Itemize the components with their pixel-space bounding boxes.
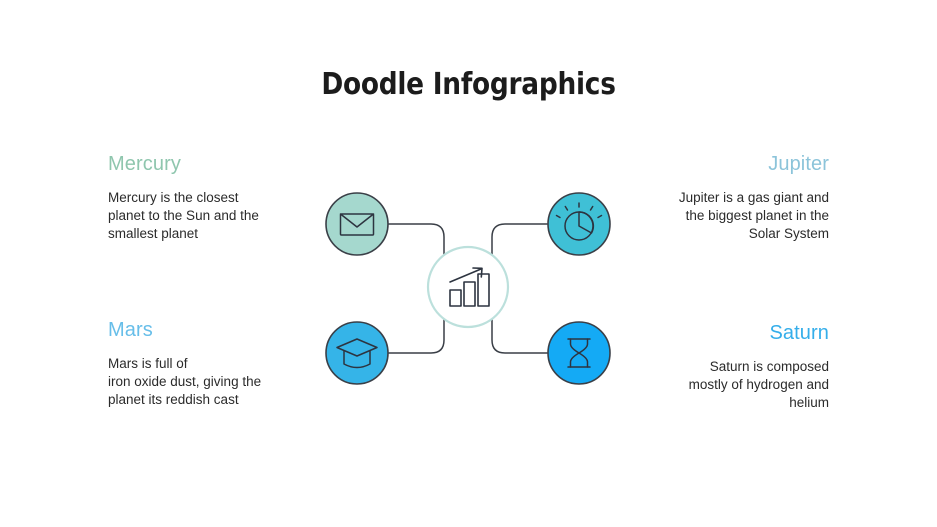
connector-group <box>388 223 548 354</box>
hourglass-icon <box>567 338 591 368</box>
info-heading-saturn: Saturn <box>769 322 829 344</box>
info-body-mercury: Mercury is the closest planet to the Sun… <box>108 190 259 241</box>
page-title: Doodle Infographics <box>321 67 616 103</box>
info-body-saturn: Saturn is composed mostly of hydrogen an… <box>688 359 829 410</box>
connector-jupiter <box>491 223 548 274</box>
node-circle-mercury <box>325 192 389 256</box>
connector-mars <box>388 314 445 354</box>
center-circle <box>426 245 510 329</box>
info-body-mars: Mars is full of iron oxide dust, giving … <box>108 356 262 407</box>
bar-chart-growth-icon <box>449 267 490 307</box>
connector-saturn <box>491 314 548 354</box>
info-heading-mercury: Mercury <box>108 153 181 175</box>
connector-mercury <box>388 223 445 274</box>
node-saturn[interactable] <box>547 321 611 385</box>
info-block-mercury: Mercury Mercury is the closest planet to… <box>108 152 323 243</box>
node-jupiter[interactable] <box>547 192 611 256</box>
info-block-jupiter: Jupiter Jupiter is a gas giant and the b… <box>614 152 829 243</box>
node-circle-mars <box>325 321 389 385</box>
info-block-mars: Mars Mars is full of iron oxide dust, gi… <box>108 318 323 409</box>
info-heading-mars: Mars <box>108 319 153 341</box>
node-mars[interactable] <box>325 321 389 385</box>
pie-chart-clock-icon <box>555 202 603 241</box>
info-block-saturn: Saturn Saturn is composed mostly of hydr… <box>614 321 829 412</box>
graduation-cap-icon <box>336 338 378 369</box>
info-heading-jupiter: Jupiter <box>768 153 829 175</box>
central-diagram <box>303 175 633 415</box>
node-mercury[interactable] <box>325 192 389 256</box>
info-body-jupiter: Jupiter is a gas giant and the biggest p… <box>678 190 829 241</box>
envelope-icon <box>339 213 375 236</box>
center-hub[interactable] <box>426 245 510 329</box>
